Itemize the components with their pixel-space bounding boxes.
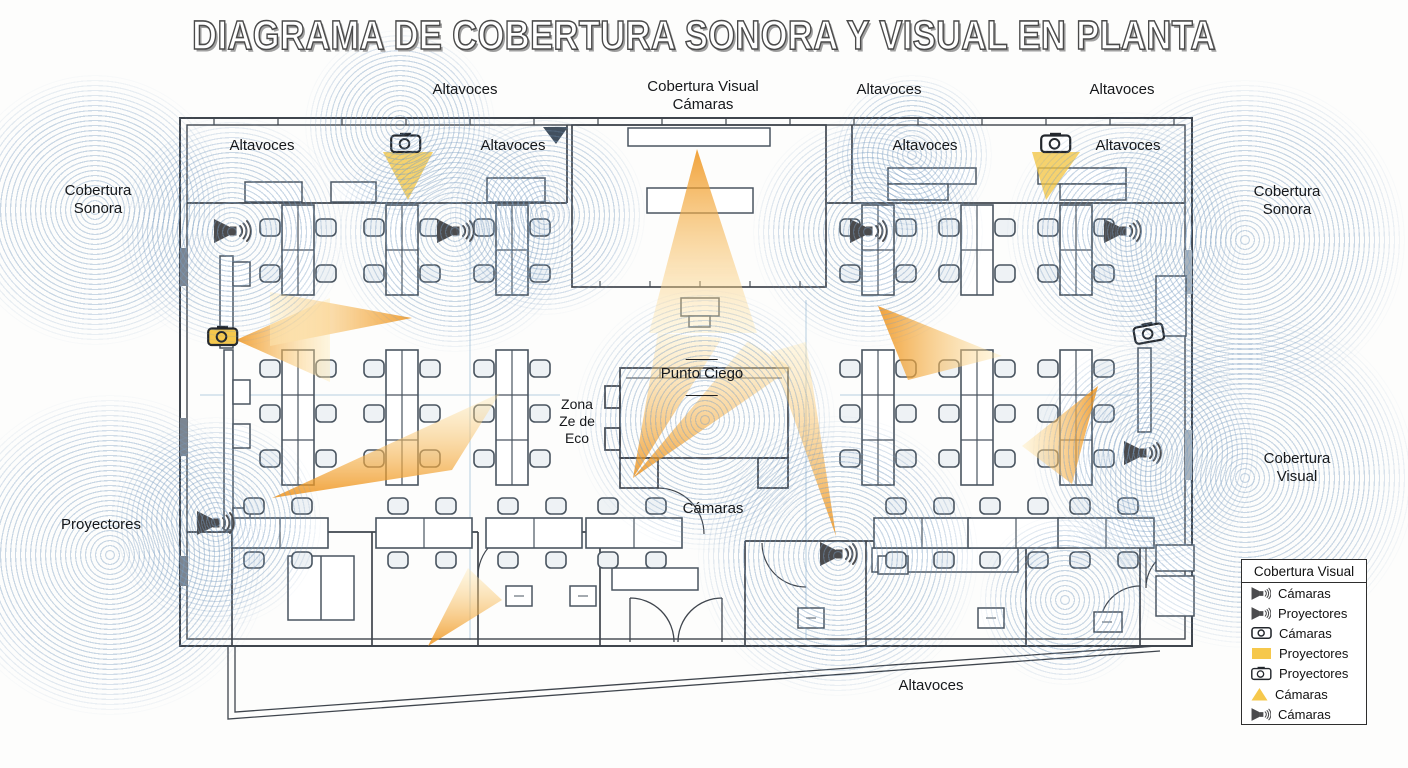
label-line: Cobertura xyxy=(1253,183,1321,200)
label-line: Ze de xyxy=(559,412,595,429)
projector-beam xyxy=(878,306,1002,380)
label-altavoces-strip-left-2: Altavoces xyxy=(480,137,546,154)
page-title: DIAGRAMA DE COBERTURA SONORA Y VISUAL EN… xyxy=(191,11,1216,59)
camera-beam xyxy=(633,341,792,478)
legend-label: Cámaras xyxy=(1278,585,1331,601)
tick-line xyxy=(686,359,718,360)
label-proyectores-left: Proyectores xyxy=(60,516,142,533)
legend-item: Proyectores xyxy=(1242,603,1366,623)
legend-item: Cámaras xyxy=(1242,623,1366,643)
camera-beam xyxy=(1022,386,1098,484)
legend-label: Cámaras xyxy=(1279,625,1332,641)
coverage-beams xyxy=(236,149,1098,646)
label-line: Sonora xyxy=(1262,201,1312,218)
legend-item: Proyectores xyxy=(1242,664,1366,684)
label-altavoces-bottom: Altavoces xyxy=(898,677,964,694)
projector-beam xyxy=(270,292,412,346)
label-altavoces-strip-left-1: Altavoces xyxy=(229,137,295,154)
label-zona-eco: Zona Ze de Eco xyxy=(559,396,595,446)
coverage-triangle-icon xyxy=(1251,687,1268,701)
label-line: Zona xyxy=(561,396,593,412)
legend-item: Cámaras xyxy=(1242,583,1366,603)
legend-title: Cobertura Visual xyxy=(1242,560,1366,583)
label-altavoces-top-left: Altavoces xyxy=(432,81,498,98)
legend-label: Proyectores xyxy=(1279,646,1349,662)
camera-beam xyxy=(383,152,433,200)
label-line: Sonora xyxy=(73,200,123,217)
label-line: Cobertura Visual xyxy=(647,78,759,95)
camera-viewfinder-icon xyxy=(1251,666,1272,681)
label-cobertura-visual-right: Cobertura Visual xyxy=(1264,450,1331,486)
camera-icon xyxy=(1251,626,1272,640)
label-cobertura-sonora-right: Cobertura Sonora xyxy=(1254,183,1321,219)
camera-beam xyxy=(633,333,722,478)
label-line: Cámaras xyxy=(672,96,734,113)
legend-label: Cámaras xyxy=(1275,686,1328,702)
devices xyxy=(196,127,1166,567)
projector-area-icon xyxy=(1251,647,1272,660)
camera-beam xyxy=(1032,152,1080,200)
projector-beam xyxy=(649,149,757,333)
speaker-icon xyxy=(1251,586,1271,601)
legend-item: Cámaras xyxy=(1242,684,1366,704)
legend: Cobertura Visual Cámaras Proyectores Cám… xyxy=(1241,559,1367,726)
label-line: Visual xyxy=(1276,468,1318,485)
projector-beam xyxy=(272,393,500,498)
speaker-icon xyxy=(1251,606,1271,621)
label-line: Cobertura xyxy=(64,182,132,199)
camera-wedge-icon xyxy=(543,127,568,144)
legend-item: Cámaras xyxy=(1242,704,1366,724)
label-camaras-center: Cámaras xyxy=(682,500,744,517)
label-punto-ciego: Punto Ciego xyxy=(660,347,744,401)
projector-beam xyxy=(428,568,502,646)
label-line: Punto Ciego xyxy=(660,365,744,382)
label-line: Eco xyxy=(564,429,590,446)
speaker-icon xyxy=(1251,707,1271,722)
label-cobertura-sonora-left: Cobertura Sonora xyxy=(65,182,132,218)
camera-beam xyxy=(770,342,836,536)
label-altavoces-top-right: Altavoces xyxy=(856,81,922,98)
label-altavoces-top-far-right: Altavoces xyxy=(1089,81,1155,98)
label-line: Cobertura xyxy=(1263,450,1331,467)
label-altavoces-strip-right-2: Altavoces xyxy=(1095,137,1161,154)
label-altavoces-strip-right-1: Altavoces xyxy=(892,137,958,154)
tick-line xyxy=(686,395,718,396)
legend-label: Proyectores xyxy=(1278,605,1348,621)
label-cobertura-visual-camaras: Cobertura Visual Cámaras xyxy=(647,78,758,114)
punto-ciego-wrap: Punto Ciego xyxy=(660,347,744,401)
legend-item: Proyectores xyxy=(1242,644,1366,664)
legend-label: Proyectores xyxy=(1279,666,1349,682)
legend-label: Cámaras xyxy=(1278,706,1331,722)
